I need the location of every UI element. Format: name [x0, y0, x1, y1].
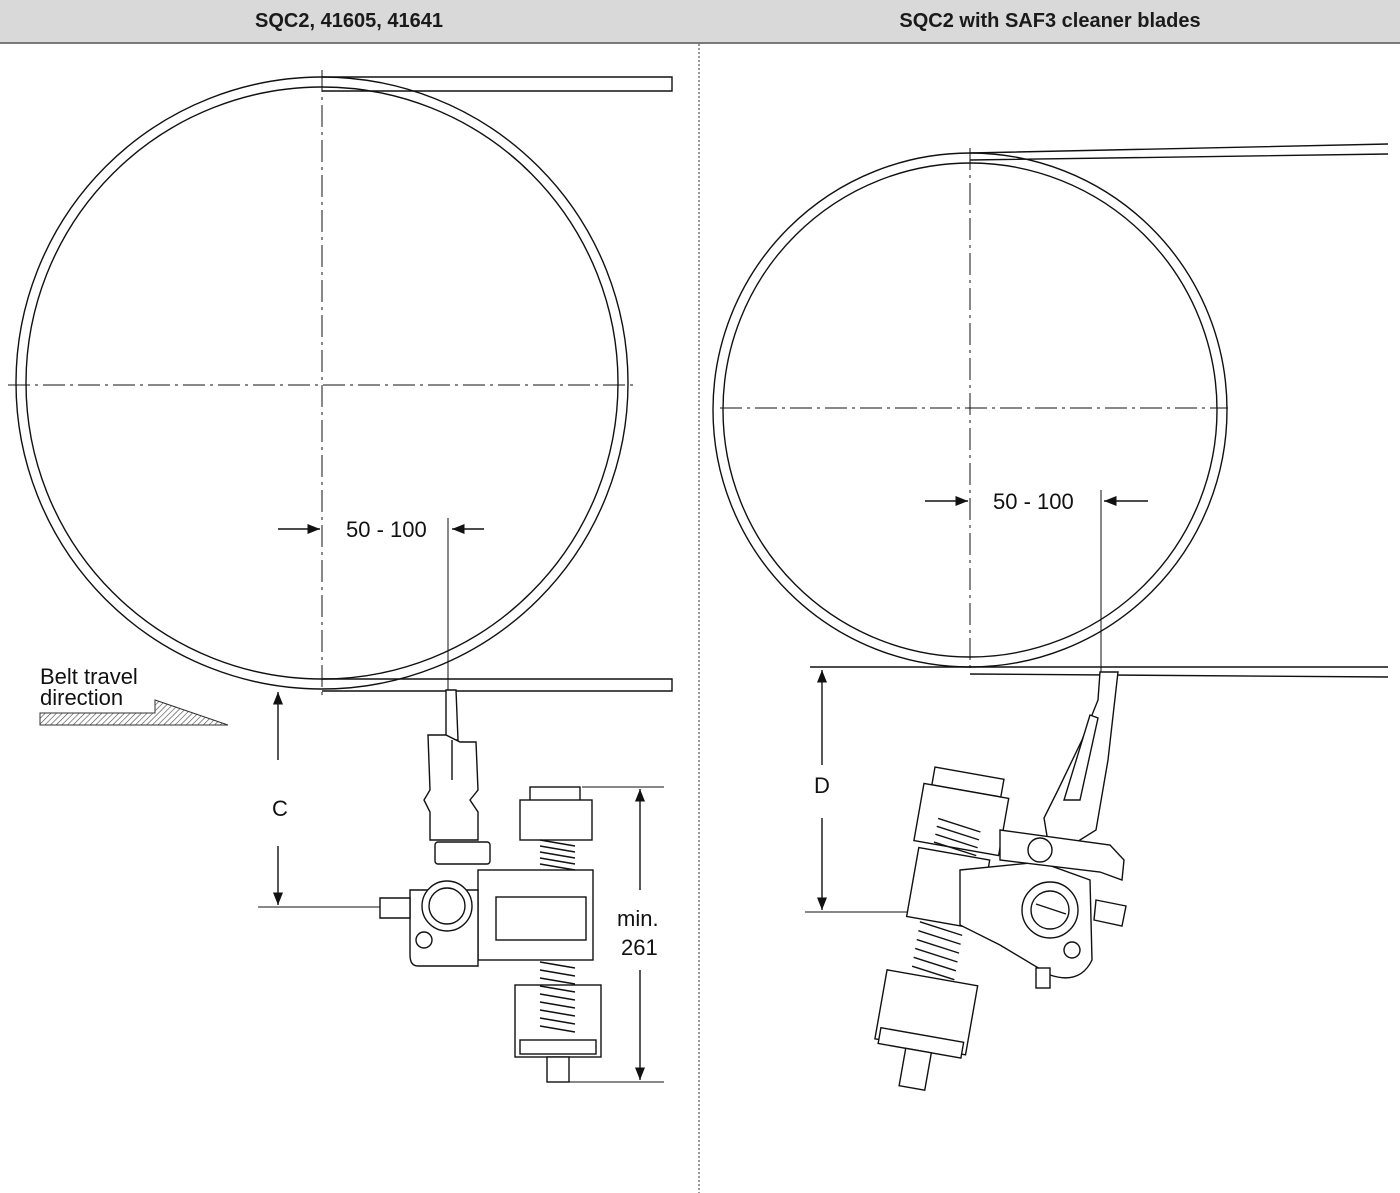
- left-pivot-hole: [415, 931, 433, 949]
- right-belt-top: [969, 143, 1389, 161]
- right-blade-bolt: [1027, 837, 1053, 863]
- belt-label-line1: Belt travel: [40, 664, 138, 689]
- belt-label-line2: direction: [40, 685, 123, 710]
- left-upper-housing: [519, 799, 593, 841]
- right-shaft: [1030, 890, 1070, 930]
- left-lower-plate: [519, 1039, 597, 1055]
- dim-c-label: C: [272, 796, 288, 821]
- right-column-title: SQC2 with SAF3 cleaner blades: [899, 10, 1201, 32]
- right-pivot-hole: [1063, 941, 1081, 959]
- right-blade-slot: [1063, 714, 1099, 801]
- left-lower-rod: [546, 1056, 570, 1083]
- right-tensioner-assembly: [874, 766, 1010, 1092]
- right-panel-drawing: [712, 143, 1389, 1092]
- right-arm-lug: [1035, 967, 1051, 989]
- header-bar: SQC2, 41605, 41641 SQC2 with SAF3 cleane…: [0, 0, 1400, 44]
- left-lower-spring: [539, 961, 576, 1033]
- left-column-title: SQC2, 41605, 41641: [255, 10, 443, 32]
- left-clamp-bolt: [379, 897, 411, 919]
- belt-direction-arrow: [39, 699, 229, 726]
- right-clamp-bolt: [1093, 899, 1127, 927]
- min-value: 261: [621, 935, 658, 960]
- left-blade-tip: [445, 689, 459, 741]
- right-upper-housing: [913, 782, 1010, 857]
- left-blade-holder: [423, 734, 479, 841]
- dim-d-label: D: [814, 773, 830, 798]
- left-panel-drawing: [8, 70, 673, 1083]
- right-dim-range-label: 50 - 100: [993, 489, 1074, 514]
- right-shaft-key: [1035, 903, 1067, 915]
- left-tensioner-label: [495, 896, 587, 941]
- left-dim-range-label: 50 - 100: [346, 517, 427, 542]
- right-upper-spring: [933, 817, 981, 857]
- min-label: min.: [617, 906, 659, 931]
- left-upper-spring: [539, 839, 576, 871]
- left-holder-bolt: [434, 841, 491, 865]
- right-lower-rod: [898, 1047, 933, 1092]
- left-belt-bottom: [322, 678, 673, 692]
- left-belt-top: [322, 76, 673, 92]
- left-shaft: [428, 887, 466, 925]
- left-upper-cap: [529, 786, 581, 802]
- right-belt-bottom: [810, 666, 1389, 678]
